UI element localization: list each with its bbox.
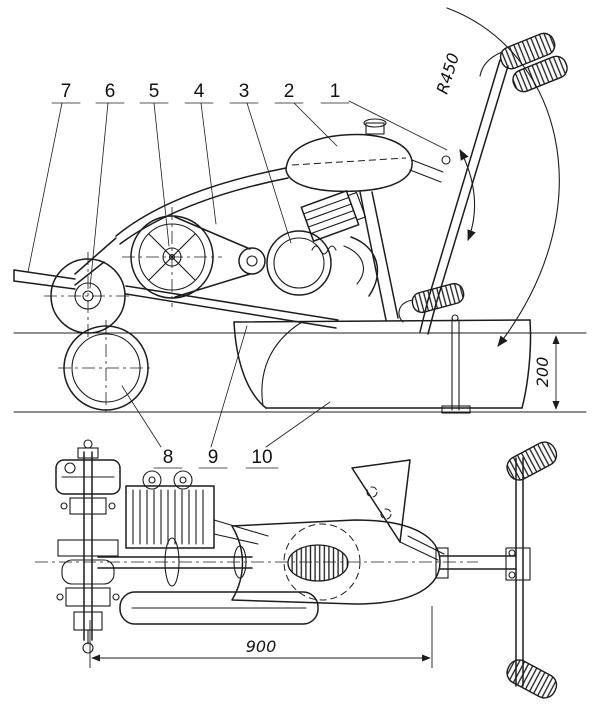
exhaust-pipe bbox=[350, 236, 379, 297]
callout-6: 6 bbox=[89, 81, 125, 289]
dim-900: 900 bbox=[89, 606, 433, 668]
dim-900-label: 900 bbox=[246, 637, 277, 656]
callout-10: 10 bbox=[245, 401, 331, 469]
svg-text:1: 1 bbox=[330, 81, 341, 102]
callout-1: 1 bbox=[320, 81, 448, 151]
upper-clamp bbox=[69, 497, 107, 515]
hidden-engine-circle bbox=[283, 523, 361, 601]
drive-spring bbox=[287, 544, 349, 582]
top-handlebar bbox=[435, 441, 558, 699]
front-assembly bbox=[55, 439, 121, 654]
v-belt bbox=[174, 216, 266, 298]
pulley-plan bbox=[164, 537, 180, 587]
bow-curve bbox=[261, 321, 303, 407]
swing-arc bbox=[446, 7, 560, 347]
dim-200: 200 bbox=[533, 335, 560, 410]
callouts-bottom: 8 9 10 bbox=[121, 325, 331, 469]
svg-text:9: 9 bbox=[208, 447, 219, 468]
handlebar-grips bbox=[499, 32, 568, 93]
front-tank bbox=[55, 459, 121, 495]
svg-text:2: 2 bbox=[284, 81, 295, 102]
waterlines bbox=[13, 332, 587, 413]
frame-tubes bbox=[115, 167, 399, 321]
ground-wheel bbox=[58, 320, 154, 416]
top-driveline bbox=[97, 519, 269, 587]
svg-text:7: 7 bbox=[61, 81, 72, 102]
svg-text:5: 5 bbox=[149, 81, 160, 102]
rear-grip bbox=[398, 282, 465, 323]
drive-pulley bbox=[122, 207, 222, 307]
side-view: R450 bbox=[13, 7, 587, 469]
callout-2: 2 bbox=[274, 81, 338, 147]
top-engine bbox=[125, 470, 215, 549]
top-view: 900 bbox=[35, 439, 558, 699]
callout-8: 8 bbox=[121, 385, 183, 469]
svg-text:3: 3 bbox=[239, 81, 250, 102]
svg-text:10: 10 bbox=[251, 447, 272, 468]
stem-joint bbox=[505, 547, 531, 581]
fuel-tank bbox=[285, 118, 413, 193]
tow-bar bbox=[13, 237, 117, 290]
callouts-top: 7 6 5 4 3 bbox=[27, 81, 448, 289]
pivot-bolt bbox=[441, 155, 451, 165]
front-wheel-plan bbox=[61, 559, 115, 585]
brake-lever bbox=[479, 51, 503, 77]
callout-5: 5 bbox=[139, 81, 170, 247]
axle-bracket bbox=[57, 539, 119, 557]
callout-3: 3 bbox=[229, 81, 292, 244]
fuel-cap bbox=[365, 122, 385, 135]
top-grip-right bbox=[506, 441, 558, 481]
hull bbox=[233, 314, 532, 414]
dim-r450-label: R450 bbox=[433, 51, 463, 96]
ski-plan bbox=[119, 591, 319, 625]
steering-bracket bbox=[351, 459, 445, 561]
callout-4: 4 bbox=[184, 81, 217, 225]
svg-text:8: 8 bbox=[163, 447, 174, 468]
kick-spring bbox=[311, 245, 337, 255]
svg-text:4: 4 bbox=[194, 81, 205, 102]
top-hull bbox=[231, 519, 441, 605]
front-roller bbox=[44, 252, 132, 340]
top-grip-left bbox=[506, 659, 558, 699]
lower-clamp bbox=[65, 587, 111, 607]
svg-text:6: 6 bbox=[105, 81, 116, 102]
callout-7: 7 bbox=[27, 81, 81, 273]
rotation-arrow bbox=[459, 149, 476, 242]
dim-200-label: 200 bbox=[533, 357, 552, 388]
callout-9: 9 bbox=[198, 325, 248, 469]
engine bbox=[266, 190, 379, 297]
